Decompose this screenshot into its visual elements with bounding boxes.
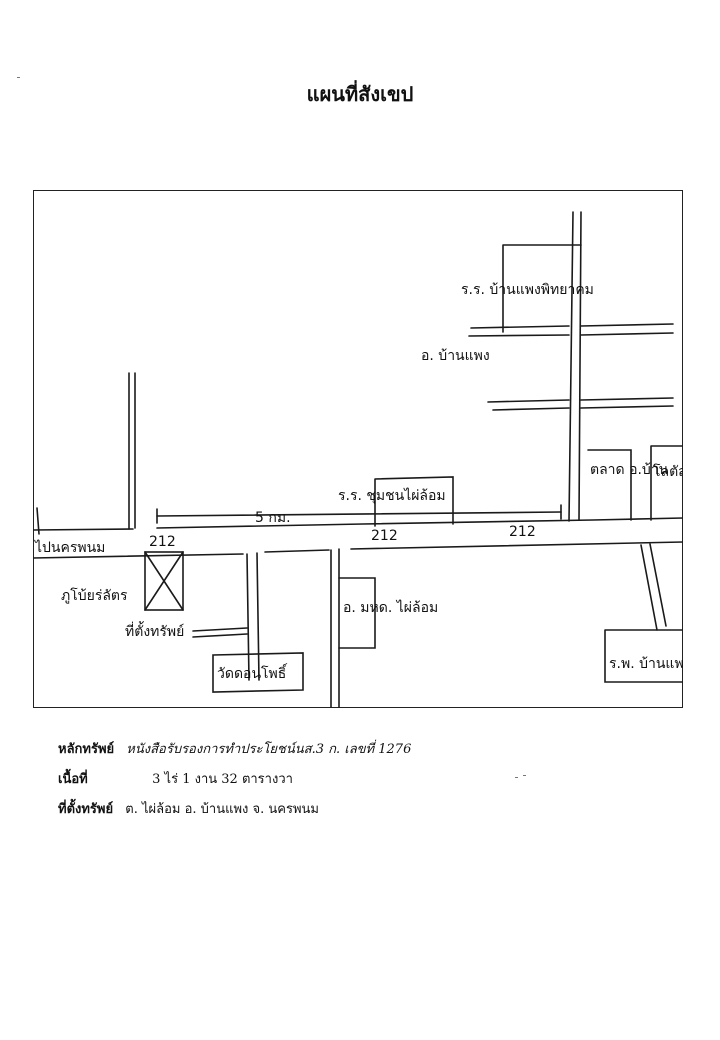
left-marker — [36, 507, 40, 535]
scan-speck — [515, 777, 518, 778]
side-road-mid-2 — [492, 405, 674, 411]
road-right-west — [568, 211, 574, 522]
school-top-box — [502, 244, 582, 333]
lotus-box — [650, 445, 683, 521]
label-road-212-right: 212 — [509, 524, 536, 540]
temple-box — [212, 652, 304, 693]
label-school-mid: ร.ร. ชุมชนไผ่ล้อม — [338, 487, 446, 504]
side-road-top-1 — [470, 323, 674, 329]
site-cross — [144, 551, 184, 611]
road-lower-a-east — [256, 552, 260, 681]
school-mid-box — [374, 476, 454, 527]
label-hospital: ร.พ. บ้านแพง — [609, 656, 683, 672]
hospital-box — [604, 629, 683, 683]
label-village-left: ไปนครพนม — [34, 539, 105, 556]
site-box — [144, 551, 184, 611]
side-road-mid-1 — [487, 397, 674, 403]
label-temple: วัดดอนโพธิ์ — [217, 663, 288, 682]
deed-value: หนังสือรับรองการทำประโยชน์นส.3 ก. เลขที่… — [126, 742, 412, 757]
market-box — [587, 449, 632, 521]
label-road-212-left: 212 — [149, 534, 176, 550]
deed-label: หลักทรัพย์ — [58, 742, 115, 757]
road-212-bottom-edge — [33, 541, 683, 559]
map-frame — [33, 190, 683, 708]
label-distance: 5 กม. — [255, 510, 291, 526]
label-school-top: ร.ร. บ้านแพงพิทยาคม — [461, 282, 594, 298]
label-subdistrict: อ. บ้านแพง — [421, 348, 490, 364]
area-label: เนื้อที่ — [58, 772, 88, 787]
label-lotus: โลตัส — [653, 463, 683, 480]
label-branch-left: ภูโบ้ยร่ลัตร — [61, 587, 128, 604]
side-road-top-2 — [468, 332, 674, 337]
area-line: เนื้อที่ 3 ไร่ 1 งาน 32 ตารางวา — [58, 768, 293, 789]
location-value: ต. ไผ่ล้อม อ. บ้านแพง จ. นครพนม — [125, 802, 319, 817]
page-title: แผนที่สังเขป — [306, 82, 414, 106]
sketch-map: ร.ร. บ้านแพงพิทยาคม อ. บ้านแพง ร.ร. ชุมช… — [33, 211, 683, 708]
scan-speck — [17, 77, 20, 78]
area-value: 3 ไร่ 1 งาน 32 ตารางวา — [152, 772, 293, 787]
location-line: ที่ตั้งทรัพย์ ต. ไผ่ล้อม อ. บ้านแพง จ. น… — [58, 798, 319, 819]
road-lower-a-west — [246, 553, 250, 681]
label-site: ที่ตั้งทรัพย์ — [125, 621, 184, 640]
label-market: ตลาด อ.บ้าน — [590, 462, 669, 478]
temple-access-road — [192, 627, 248, 638]
distance-ticks — [156, 504, 562, 524]
scan-speck — [523, 775, 526, 776]
road-right-east — [578, 211, 582, 521]
distance-line — [156, 511, 562, 517]
road-212-top-edge — [33, 517, 683, 531]
deed-line: หลักทรัพย์ หนังสือรับรองการทำประโยชน์นส.… — [58, 738, 411, 759]
location-label: ที่ตั้งทรัพย์ — [58, 802, 114, 817]
label-road-212-mid: 212 — [371, 528, 398, 544]
label-office: อ. มหด. ไผ่ล้อม — [343, 599, 438, 616]
office-box — [338, 577, 376, 649]
road-diagonal — [640, 543, 667, 631]
